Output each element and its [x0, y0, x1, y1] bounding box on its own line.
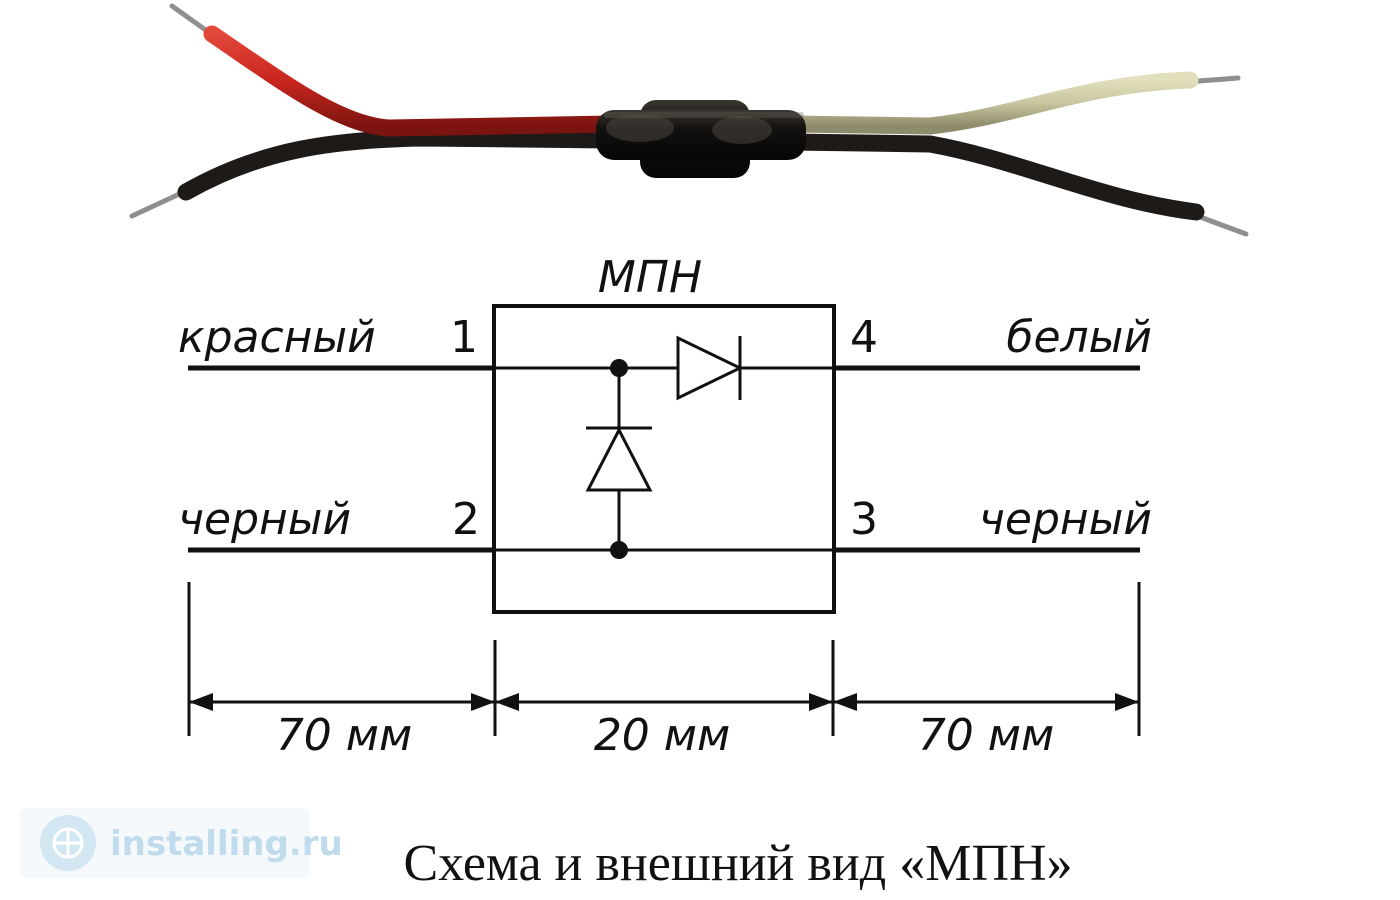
white-wire [781, 71, 1199, 135]
junction-dot-bottom [610, 541, 628, 559]
watermark-panel [20, 808, 310, 878]
watermark: installing.ru [20, 808, 343, 878]
module-box [492, 304, 836, 614]
red-wire [203, 25, 619, 137]
device-photo [129, 3, 1249, 237]
figure-caption: Схема и внешний вид «МПН» [403, 835, 1072, 892]
pin-4: 4 [850, 312, 878, 363]
wire-label-white: белый [1006, 312, 1152, 363]
dim-arrows [189, 693, 1139, 711]
schematic [187, 304, 1141, 736]
wire-label-red: красный [178, 312, 376, 363]
series-diode [676, 335, 744, 401]
watermark-text: installing.ru [110, 824, 343, 864]
pin-3: 3 [850, 494, 878, 545]
dim-label-right: 70 мм [918, 710, 1054, 761]
module-body [596, 100, 806, 178]
wire-label-black-right: черный [979, 494, 1152, 545]
shunt-diode [585, 426, 653, 492]
black-wire-left [177, 129, 619, 201]
pin-1: 1 [450, 312, 478, 363]
junction-dot-top [610, 359, 628, 377]
dim-label-middle: 20 мм [594, 710, 730, 761]
pin-2: 2 [452, 494, 480, 545]
module-name: МПН [598, 252, 702, 303]
black-wire-right [781, 133, 1205, 221]
wire-label-black-left: черный [178, 494, 351, 545]
dim-label-left: 70 мм [276, 710, 412, 761]
